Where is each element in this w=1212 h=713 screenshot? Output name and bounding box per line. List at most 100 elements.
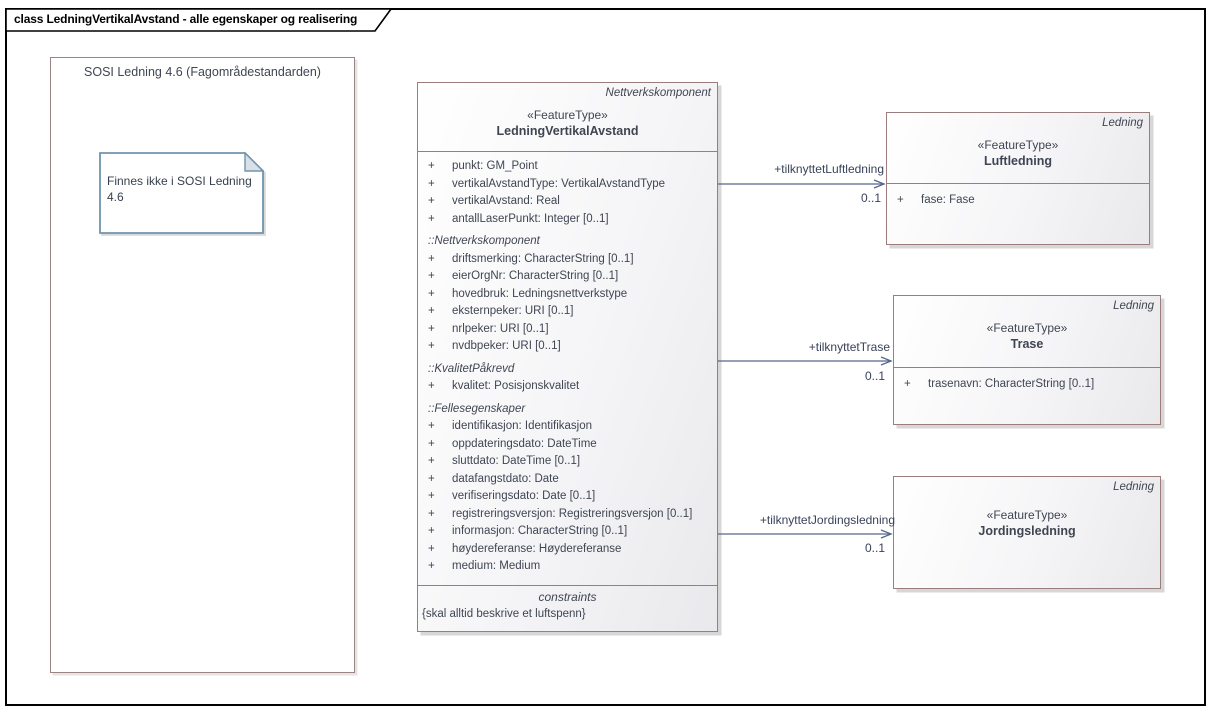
attribute-text: verifiseringsdato: Date [0..1] <box>452 490 596 502</box>
class-stereotype: «FeatureType» <box>527 108 608 122</box>
class-qualifier: Ledning <box>1113 481 1154 493</box>
attribute-group-header: ::KvalitetPåkrevd <box>428 362 515 375</box>
visibility: + <box>904 378 911 390</box>
attribute-text: sluttdato: DateTime [0..1] <box>452 455 581 467</box>
attribute-row: + informasjon: CharacterString [0..1] <box>418 523 717 541</box>
visibility: + <box>428 322 435 335</box>
class-luftledning[interactable]: Ledning «FeatureType» Luftledning + fase:… <box>886 112 1150 245</box>
attribute-row: + eksternpeker: URI [0..1] <box>418 303 717 321</box>
attribute-row: + høydereferanse: Høydereferanse <box>418 541 717 559</box>
package-sosi-ledning[interactable]: SOSI Ledning 4.6 (Fagområdestandarden) <box>50 57 355 673</box>
attribute-text: nvdbpeker: URI [0..1] <box>452 340 561 352</box>
constraint-text: {skal alltid beskrive et luftspenn} <box>422 608 586 620</box>
attributes-compartment: + trasenavn: CharacterString [0..1] <box>894 368 1160 424</box>
attribute-group-header: ::Fellesegenskaper <box>428 402 526 415</box>
class-header: Nettverkskomponent «FeatureType» Ledning… <box>418 83 717 152</box>
attributes-compartment: + punkt: GM_Point + vertikalAvstandType: V… <box>418 152 717 585</box>
class-header: Ledning «FeatureType» Jordingsledning <box>894 477 1160 588</box>
visibility: + <box>428 305 435 317</box>
class-qualifier: Ledning <box>1102 117 1143 129</box>
attribute-row: + oppdateringsdato: DateTime <box>418 436 717 454</box>
attribute-row: + datafangstdato: Date <box>418 471 717 489</box>
class-name: Trase <box>1010 337 1044 351</box>
attribute-text: kvalitet: Posisjonskvalitet <box>452 380 580 392</box>
visibility: + <box>428 177 435 190</box>
attribute-row: + registreringsversjon: Registreringsvers… <box>418 506 717 524</box>
visibility: + <box>428 270 435 282</box>
visibility: + <box>428 160 435 172</box>
attribute-row: + hovedbruk: Ledningsnettverkstype <box>418 286 717 304</box>
visibility: + <box>428 252 435 265</box>
note-shape <box>99 152 264 234</box>
attribute-row: + medium: Medium <box>418 558 717 576</box>
visibility: + <box>428 340 435 352</box>
class-name: Luftledning <box>983 154 1053 168</box>
visibility: + <box>428 212 435 225</box>
attribute-row: + punkt: GM_Point <box>418 158 717 176</box>
attribute-row: + kvalitet: Posisjonskvalitet <box>418 378 717 396</box>
attribute-row: + nrlpeker: URI [0..1] <box>418 321 717 339</box>
class-stereotype: «FeatureType» <box>977 138 1059 152</box>
class-stereotype: «FeatureType» <box>986 321 1068 335</box>
visibility: + <box>897 194 904 206</box>
attribute-text: datafangstdato: Date <box>452 472 559 485</box>
visibility: + <box>428 455 435 467</box>
attributes-compartment: + fase: Fase <box>887 184 1149 244</box>
attribute-text: fase: Fase <box>921 194 975 206</box>
visibility: + <box>428 525 435 537</box>
attribute-row: + fase: Fase <box>887 192 1149 210</box>
class-stereotype: «FeatureType» <box>986 508 1068 522</box>
class-ledningvertikalavstand[interactable]: Nettverkskomponent «FeatureType» Ledning… <box>417 82 718 632</box>
attribute-text: oppdateringsdato: DateTime <box>452 437 597 450</box>
attribute-text: høydereferanse: Høydereferanse <box>452 542 622 555</box>
attribute-text: vertikalAvstandType: VertikalAvstandType <box>452 177 666 190</box>
note-finnes-ikke[interactable]: Finnes ikke i SOSI Ledning 4.6 <box>99 152 264 234</box>
title-tab-shape <box>5 8 393 32</box>
class-header: Ledning «FeatureType» Luftledning <box>887 113 1149 184</box>
attribute-text: eierOrgNr: CharacterString [0..1] <box>452 270 619 282</box>
attribute-text: medium: Medium <box>452 560 541 572</box>
visibility: + <box>428 542 435 555</box>
attribute-row: +vertikalAvstand: Real <box>418 193 717 211</box>
attribute-row: + antallLaserPunkt: Integer [0..1] <box>418 211 717 229</box>
diagram-title-tab: class LedningVertikalAvstand - alle egen… <box>5 8 397 32</box>
attribute-row: + nvdbpeker: URI [0..1] <box>418 338 717 356</box>
attribute-text: identifikasjon: Identifikasjon <box>452 420 592 432</box>
attribute-row: + trasenavn: CharacterString [0..1] <box>894 376 1160 394</box>
visibility: + <box>428 560 435 572</box>
class-jordingsledning[interactable]: Ledning «FeatureType» Jordingsledning <box>893 476 1161 589</box>
visibility: + <box>428 420 435 432</box>
attribute-text: antallLaserPunkt: Integer [0..1] <box>452 212 609 225</box>
attribute-row: + vertikalAvstandType: VertikalAvstandTyp… <box>418 176 717 194</box>
visibility: + <box>428 472 435 485</box>
visibility: + <box>428 287 435 300</box>
attribute-row: + eierOrgNr: CharacterString [0..1] <box>418 268 717 286</box>
attribute-row: + identifikasjon: Identifikasjon <box>418 418 717 436</box>
visibility: + <box>428 437 435 450</box>
visibility: + <box>428 507 435 520</box>
visibility: + <box>428 195 435 207</box>
attribute-text: punkt: GM_Point <box>452 160 538 172</box>
class-trase[interactable]: Ledning «FeatureType» Trase + trasenavn: … <box>893 295 1161 425</box>
class-header: Ledning «FeatureType» Trase <box>894 296 1160 368</box>
attribute-text: hovedbruk: Ledningsnettverkstype <box>452 287 628 300</box>
note-text: Finnes ikke i SOSI Ledning 4.6 <box>107 174 252 204</box>
attribute-text: trasenavn: CharacterString [0..1] <box>928 378 1095 390</box>
constraints-compartment: constraints {skal alltid beskrive et luf… <box>418 585 717 631</box>
diagram-title: class LedningVertikalAvstand - alle egen… <box>14 12 358 26</box>
attribute-row: + sluttdato: DateTime [0..1] <box>418 453 717 471</box>
attribute-text: eksternpeker: URI [0..1] <box>452 305 574 317</box>
attribute-text: informasjon: CharacterString [0..1] <box>452 525 628 537</box>
constraints-title: constraints <box>538 590 597 604</box>
attribute-text: driftsmerking: CharacterString [0..1] <box>452 252 634 265</box>
attribute-row: +verifiseringsdato: Date [0..1] <box>418 488 717 506</box>
class-qualifier: Ledning <box>1113 300 1154 312</box>
package-label: SOSI Ledning 4.6 (Fagområdestandarden) <box>84 65 321 79</box>
class-name: Jordingsledning <box>978 524 1076 538</box>
visibility: + <box>428 380 435 392</box>
attribute-group-header: ::Nettverkskomponent <box>428 235 540 247</box>
class-name: LedningVertikalAvstand <box>496 124 639 138</box>
attribute-text: nrlpeker: URI [0..1] <box>452 322 549 335</box>
attribute-text: registreringsversjon: Registreringsversj… <box>452 507 693 520</box>
class-qualifier: Nettverkskomponent <box>605 87 711 99</box>
